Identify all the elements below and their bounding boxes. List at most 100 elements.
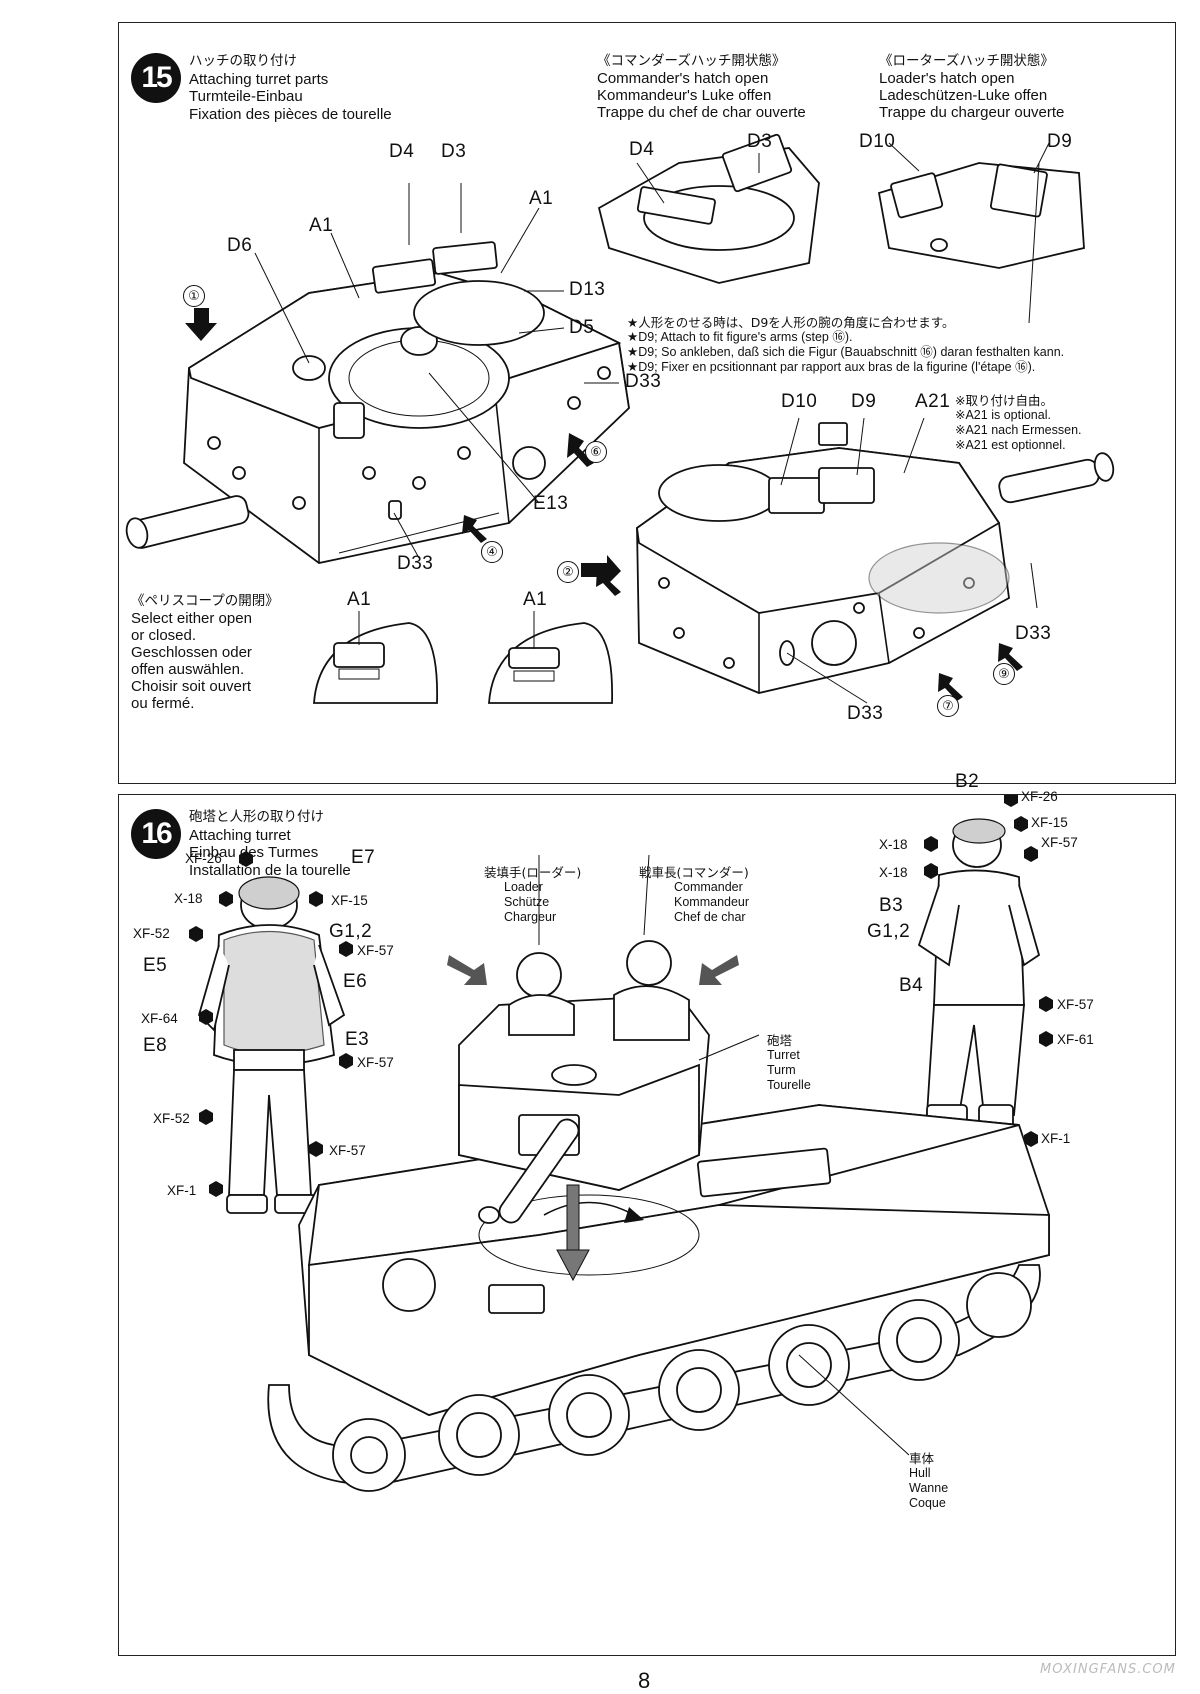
commander-caption-de: Kommandeur bbox=[674, 895, 750, 909]
paint-label: X-18 bbox=[174, 891, 203, 906]
hull-caption-fr: Coque bbox=[909, 1496, 946, 1510]
d9-note: ★人形をのせる時は、D9を人形の腕の角度に合わせます。 ★D9; Attach … bbox=[627, 315, 1064, 375]
step-arrow-number-6: ⑥ bbox=[585, 441, 607, 463]
step-arrow-number-2: ② bbox=[557, 561, 579, 583]
turret-caption-ja: 砲塔 bbox=[767, 1033, 793, 1048]
paint-label: XF-57 bbox=[1057, 997, 1094, 1012]
part-label-e8: E8 bbox=[143, 1035, 168, 1056]
commander-caption-ja: 戦車長(コマンダー) bbox=[639, 865, 749, 880]
part-label-e13: E13 bbox=[533, 493, 569, 514]
commander-hatch-caption-ja: 《コマンダーズハッチ開状態》 bbox=[597, 53, 786, 69]
part-label-b3: B3 bbox=[879, 895, 904, 916]
part-label-a21: A21 bbox=[915, 391, 951, 412]
paint-label: XF-1 bbox=[1041, 1131, 1071, 1146]
part-label-d33-r3: D33 bbox=[847, 703, 884, 724]
hull-caption-en: Hull bbox=[909, 1466, 931, 1480]
step-15-panel: 15 ハッチの取り付け Attaching turret parts Turmt… bbox=[118, 22, 1176, 784]
step-arrow-number-9: ⑨ bbox=[993, 663, 1015, 685]
loader-hatch-caption: 《ローターズハッチ開状態》 Loader's hatch open Ladesc… bbox=[879, 53, 1064, 121]
commander-caption: 戦車長(コマンダー) Commander Kommandeur Chef de … bbox=[639, 865, 749, 925]
loader-caption: 装填手(ローダー) Loader Schütze Chargeur bbox=[484, 865, 581, 925]
part-label-a1-periscope-closed: A1 bbox=[523, 589, 548, 610]
loader-hatch-caption-ja: 《ローターズハッチ開状態》 bbox=[879, 53, 1054, 69]
turret-caption-en: Turret bbox=[767, 1048, 800, 1062]
part-label-a1-top: A1 bbox=[529, 188, 554, 209]
part-label-d4-hatch: D4 bbox=[629, 139, 655, 160]
step-16-title-en: Attaching turret bbox=[189, 826, 291, 844]
part-label-d3-hatch: D3 bbox=[747, 131, 773, 152]
part-label-d10-hatch: D10 bbox=[859, 131, 896, 152]
a21-note-en: ※A21 is optional. bbox=[955, 408, 1051, 422]
loader-caption-ja: 装填手(ローダー) bbox=[484, 865, 582, 880]
commander-hatch-caption-fr: Trappe du chef de char ouverte bbox=[597, 104, 806, 121]
part-label-d6: D6 bbox=[227, 235, 253, 256]
paint-label: XF-57 bbox=[329, 1143, 366, 1158]
loader-hatch-open-illustration bbox=[877, 142, 1085, 324]
d9-note-de: ★D9; So ankleben, daß sich die Figur (Ba… bbox=[627, 345, 1065, 359]
a21-note-fr: ※A21 est optionnel. bbox=[955, 438, 1066, 452]
step-16-leader-lines bbox=[538, 854, 910, 1456]
second-turret-illustration bbox=[636, 422, 1115, 694]
turret-caption: 砲塔 Turret Turm Tourelle bbox=[767, 1033, 811, 1093]
periscope-caption-line: or closed. bbox=[131, 627, 197, 644]
loader-caption-fr: Chargeur bbox=[504, 910, 557, 924]
tank-hull-illustration bbox=[267, 1104, 1050, 1492]
step-15-title-de: Turmteile-Einbau bbox=[189, 88, 303, 105]
commander-hatch-caption: 《コマンダーズハッチ開状態》 Commander's hatch open Ko… bbox=[597, 53, 806, 121]
hull-caption-ja: 車体 bbox=[909, 1451, 935, 1466]
periscope-caption: 《ペリスコープの開閉》 Select either open or closed… bbox=[131, 593, 279, 712]
step-16-drawing bbox=[189, 795, 1053, 1492]
part-label-g12-right: G1,2 bbox=[867, 921, 911, 942]
periscope-open-closeup bbox=[313, 611, 438, 704]
paint-label: XF-26 bbox=[185, 851, 222, 866]
paint-label: XF-57 bbox=[357, 943, 394, 958]
periscope-caption-line: Select either open bbox=[131, 610, 252, 627]
assembly-direction-arrows bbox=[185, 308, 1023, 701]
part-label-d9: D9 bbox=[851, 391, 877, 412]
left-figure-loader bbox=[197, 876, 346, 1214]
a21-note-de: ※A21 nach Ermessen. bbox=[955, 423, 1082, 437]
part-label-d33-bottom: D33 bbox=[397, 553, 434, 574]
paint-label: XF-61 bbox=[1057, 1032, 1094, 1047]
loader-caption-de: Schütze bbox=[504, 895, 550, 909]
d9-note-fr: ★D9; Fixer en pcsitionnant par rapport a… bbox=[627, 360, 1036, 374]
watermark: MOXINGFANS.COM bbox=[1040, 1662, 1176, 1677]
loader-caption-en: Loader bbox=[504, 880, 543, 894]
commander-caption-en: Commander bbox=[674, 880, 743, 894]
paint-label: XF-64 bbox=[141, 1011, 178, 1026]
periscope-caption-line: Choisir soit ouvert bbox=[131, 678, 252, 695]
paint-label: XF-15 bbox=[331, 893, 368, 908]
d9-note-en: ★D9; Attach to fit figure's arms (step ⑯… bbox=[627, 330, 853, 344]
paint-label: XF-26 bbox=[1021, 789, 1058, 804]
part-label-a1-periscope-open: A1 bbox=[347, 589, 372, 610]
step-15-drawing bbox=[125, 133, 1115, 704]
paint-label: XF-57 bbox=[357, 1055, 394, 1070]
periscope-caption-line: offen auswählen. bbox=[131, 661, 245, 678]
hull-caption: 車体 Hull Wanne Coque bbox=[909, 1451, 948, 1511]
page-number: 8 bbox=[638, 1668, 651, 1693]
step-15-title-en: Attaching turret parts bbox=[189, 70, 329, 88]
step-16-title-ja: 砲塔と人形の取り付け bbox=[189, 809, 324, 825]
commander-hatch-caption-de: Kommandeur's Luke offen bbox=[597, 87, 772, 104]
step-16-title-fr: Installation de la tourelle bbox=[189, 861, 351, 879]
part-label-e6: E6 bbox=[343, 971, 368, 992]
commander-hatch-caption-en: Commander's hatch open bbox=[597, 70, 769, 87]
part-label-e7: E7 bbox=[351, 847, 376, 868]
commander-caption-fr: Chef de char bbox=[674, 910, 746, 924]
turret-caption-de: Turm bbox=[767, 1063, 796, 1077]
paint-label: XF-52 bbox=[133, 926, 170, 941]
step-15-title-ja: ハッチの取り付け bbox=[189, 53, 297, 69]
d9-note-ja: ★人形をのせる時は、D9を人形の腕の角度に合わせます。 bbox=[627, 315, 955, 330]
step-16-number: 16 bbox=[131, 809, 181, 859]
paint-label: XF-15 bbox=[1031, 815, 1068, 830]
part-label-d5: D5 bbox=[569, 317, 595, 338]
part-label-d33-right: D33 bbox=[625, 371, 662, 392]
step-16-panel: 16 砲塔と人形の取り付け Attaching turret Einbau de… bbox=[118, 771, 1176, 1656]
step-15-title-fr: Fixation des pièces de tourelle bbox=[189, 105, 392, 123]
loader-hatch-caption-fr: Trappe du chargeur ouverte bbox=[879, 104, 1065, 121]
part-label-d13: D13 bbox=[569, 279, 606, 300]
step-15-number: 15 bbox=[131, 53, 181, 103]
periscope-caption-ja: 《ペリスコープの開閉》 bbox=[131, 593, 279, 609]
crew-insert-arrows bbox=[447, 955, 739, 985]
paint-label: XF-57 bbox=[1041, 835, 1078, 850]
